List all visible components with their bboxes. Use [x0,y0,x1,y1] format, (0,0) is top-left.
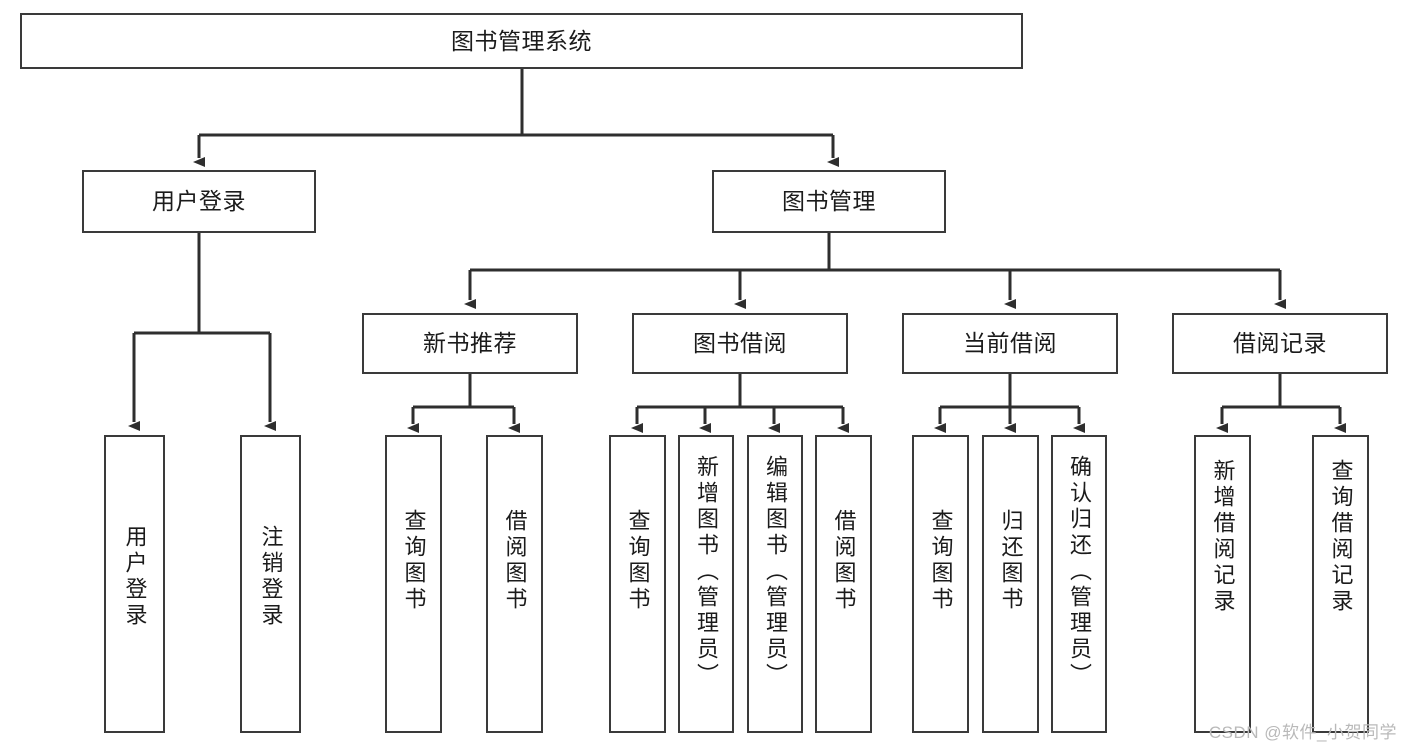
leaf-label: 用户登录 [122,525,148,629]
node-label: 借阅记录 [1233,330,1327,357]
node-book-manage[interactable]: 图书管理 [712,170,946,233]
node-system-root[interactable]: 图书管理系统 [20,13,1023,69]
node-book-borrow[interactable]: 图书借阅 [632,313,848,374]
csdn-watermark: CSDN @软件_小贺同学 [1208,723,1397,742]
node-label: 当前借阅 [963,330,1057,357]
leaf-label: 注销登录 [258,525,284,629]
node-label: 图书借阅 [693,330,787,357]
node-label: 图书管理系统 [451,27,592,54]
leaf-label: 查询图书 [625,509,651,613]
leaf-query-book-newbook[interactable]: 查询图书 [385,435,442,733]
leaf-label: 查询借阅记录 [1328,459,1354,615]
leaf-return-book[interactable]: 归还图书 [982,435,1039,733]
leaf-edit-book-admin[interactable]: 编辑图书（管理员） [747,435,803,733]
leaf-query-book-current[interactable]: 查询图书 [912,435,969,733]
node-new-book-recommend[interactable]: 新书推荐 [362,313,578,374]
leaf-label: 编辑图书（管理员） [763,455,788,689]
leaf-label: 查询图书 [928,509,954,613]
leaf-borrow-book-borrow[interactable]: 借阅图书 [815,435,872,733]
leaf-label: 新增借阅记录 [1210,459,1236,615]
leaf-query-borrow-record[interactable]: 查询借阅记录 [1312,435,1369,733]
leaf-borrow-book-newbook[interactable]: 借阅图书 [486,435,543,733]
leaf-label: 借阅图书 [831,509,857,613]
leaf-label: 新增图书（管理员） [694,455,719,689]
node-label: 图书管理 [782,188,876,215]
node-current-borrow[interactable]: 当前借阅 [902,313,1118,374]
leaf-label: 归还图书 [998,509,1024,613]
leaf-add-borrow-record[interactable]: 新增借阅记录 [1194,435,1251,733]
node-user-login[interactable]: 用户登录 [82,170,316,233]
node-borrow-record[interactable]: 借阅记录 [1172,313,1388,374]
leaf-user-login[interactable]: 用户登录 [104,435,165,733]
node-label: 用户登录 [152,188,246,215]
leaf-add-book-admin[interactable]: 新增图书（管理员） [678,435,734,733]
leaf-label: 借阅图书 [502,509,528,613]
node-label: 新书推荐 [423,330,517,357]
leaf-label: 查询图书 [401,509,427,613]
leaf-label: 确认归还（管理员） [1067,455,1092,689]
leaf-query-book-borrow[interactable]: 查询图书 [609,435,666,733]
leaf-confirm-return-admin[interactable]: 确认归还（管理员） [1051,435,1107,733]
leaf-logout[interactable]: 注销登录 [240,435,301,733]
